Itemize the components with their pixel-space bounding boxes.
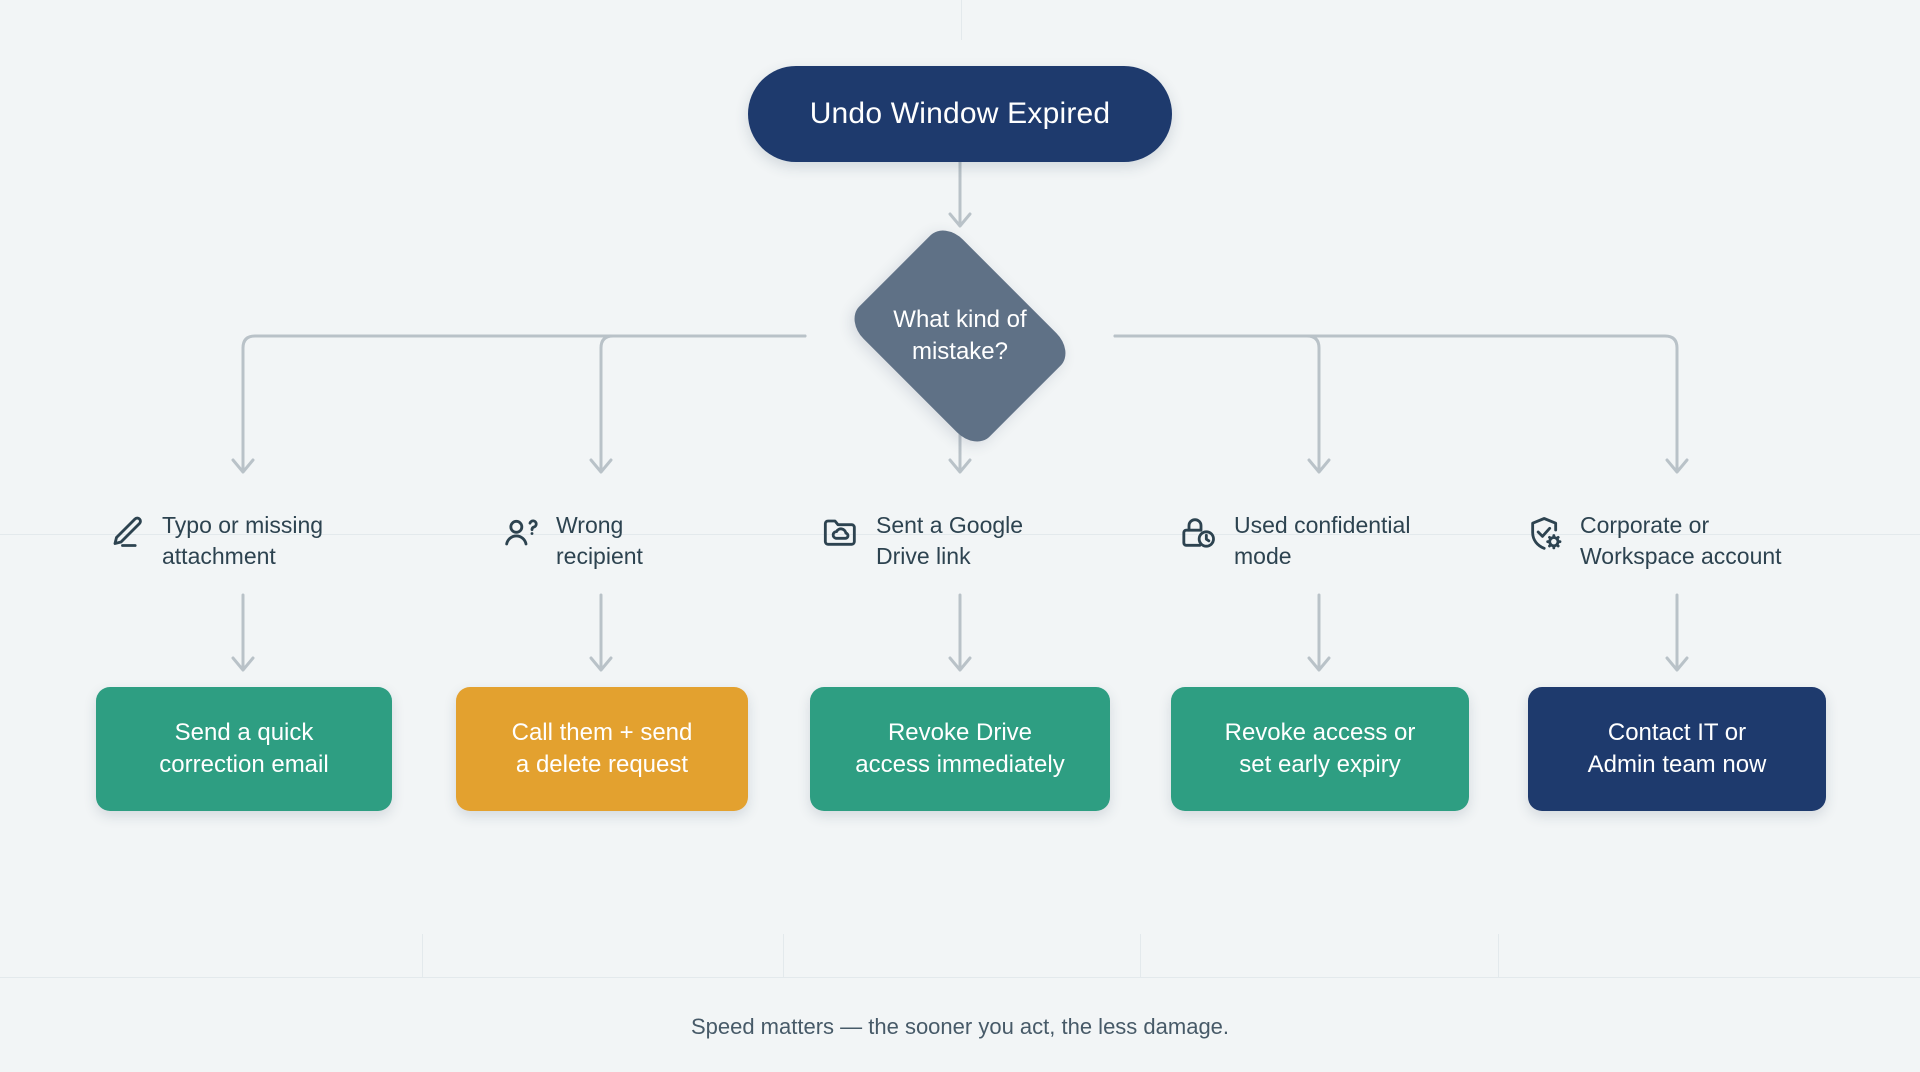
connector-decision-to-branch-1 <box>241 334 807 472</box>
outcome-box-5[interactable]: Contact IT or Admin team now <box>1528 687 1826 811</box>
outcome-box-1[interactable]: Send a quick correction email <box>96 687 392 811</box>
outcome-box-4-label: Revoke access or set early expiry <box>1224 719 1416 778</box>
outcome-box-2-label: Call them + send a delete request <box>511 719 693 778</box>
decision-label-line-2: mistake? <box>911 338 1009 365</box>
branch-1-label: Typo or missing attachment <box>162 512 324 570</box>
decision-node[interactable]: What kind of mistake? <box>805 221 1115 451</box>
branch-4: Used confidential mode <box>1178 508 1488 573</box>
folder-cloud-icon <box>820 512 862 554</box>
grid-line-horizontal <box>0 534 1920 535</box>
branch-2: Wrong recipient <box>500 508 800 573</box>
branch-5: Corporate or Workspace account <box>1524 508 1884 573</box>
root-node-label: Undo Window Expired <box>809 97 1111 130</box>
arrowhead-branch-3 <box>948 458 972 474</box>
grid-line-vertical <box>783 934 784 978</box>
shield-check-gear-icon <box>1524 512 1566 554</box>
pencil-edit-icon <box>106 512 148 554</box>
outcome-box-5-label: Contact IT or Admin team now <box>1587 719 1767 778</box>
grid-line-vertical <box>422 934 423 978</box>
footer-caption: Speed matters — the sooner you act, the … <box>690 1014 1230 1039</box>
grid-line-vertical <box>961 0 962 40</box>
arrowhead-outcome-3 <box>948 656 972 672</box>
outcome-box-3-label: Revoke Drive access immediately <box>855 719 1065 778</box>
connector-decision-to-branch-2 <box>599 334 807 472</box>
outcome-box-2[interactable]: Call them + send a delete request <box>456 687 748 811</box>
arrowhead-branch-5 <box>1665 458 1689 474</box>
grid-line-vertical <box>1498 934 1499 978</box>
arrowhead-branch-1 <box>231 458 255 474</box>
arrowhead-outcome-4 <box>1307 656 1331 672</box>
grid-line-horizontal <box>0 977 1920 978</box>
person-question-icon <box>500 512 542 554</box>
arrowhead-outcome-5 <box>1665 656 1689 672</box>
decision-node-label: What kind of mistake? <box>805 238 1115 434</box>
connector-decision-to-branch-5 <box>1113 334 1679 472</box>
lock-clock-icon <box>1178 512 1220 554</box>
arrowhead-branch-4 <box>1307 458 1331 474</box>
connector-decision-to-branch-4 <box>1113 334 1321 472</box>
arrowhead-outcome-2 <box>589 656 613 672</box>
grid-line-vertical <box>1140 934 1141 978</box>
arrowhead-decision <box>948 212 972 228</box>
arrowhead-branch-2 <box>589 458 613 474</box>
branch-3-label: Sent a Google Drive link <box>876 512 1024 570</box>
root-node[interactable]: Undo Window Expired <box>748 66 1172 162</box>
decision-label-line-1: What kind of <box>893 305 1027 333</box>
branch-5-label: Corporate or Workspace account <box>1580 512 1782 570</box>
branch-4-label: Used confidential mode <box>1234 512 1411 570</box>
outcome-box-1-label: Send a quick correction email <box>159 719 329 778</box>
outcome-box-3[interactable]: Revoke Drive access immediately <box>810 687 1110 811</box>
outcome-box-4[interactable]: Revoke access or set early expiry <box>1171 687 1469 811</box>
branch-2-label: Wrong recipient <box>556 512 643 570</box>
branch-3: Sent a Google Drive link <box>820 508 1140 573</box>
branch-1: Typo or missing attachment <box>106 508 436 573</box>
arrowhead-outcome-1 <box>231 656 255 672</box>
